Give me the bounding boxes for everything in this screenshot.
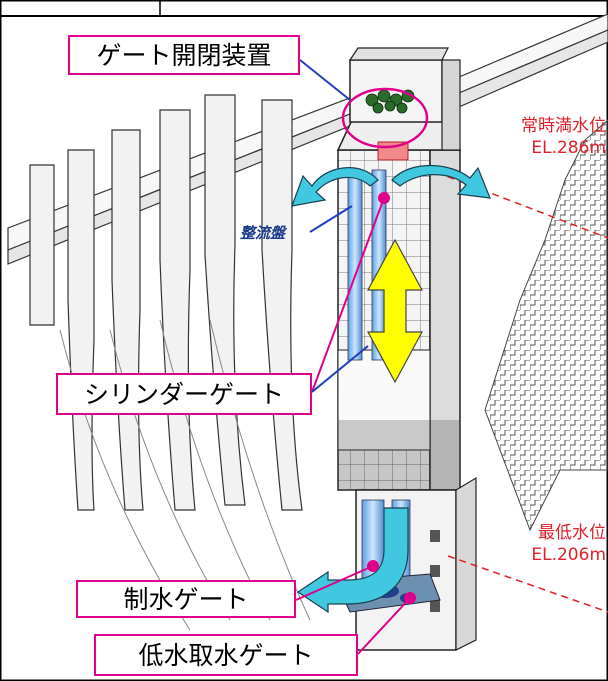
control-gate-label: 制水ゲート (76, 580, 296, 618)
operating-device-highlight (341, 87, 429, 149)
gate-travel-arrow (366, 238, 424, 384)
low-water-intake-gate-label: 低水取水ゲート (94, 634, 358, 676)
embankment-stairs (484, 119, 608, 532)
minimum-water-level-name: 最低水位 (538, 523, 606, 543)
minimum-water-level-elevation: EL.206m (531, 545, 606, 565)
cylinder-gate-label: シリンダーゲート (56, 373, 312, 415)
blue-leaders (299, 59, 369, 393)
label-leaders (295, 197, 411, 655)
overflow-flow-arrows (291, 164, 491, 207)
minimum-water-level-line (447, 555, 608, 613)
normal-water-level-label: 常時満水位 EL.286m (470, 115, 606, 159)
minimum-water-level-label: 最低水位 EL.206m (470, 522, 606, 566)
normal-water-level-elevation: EL.286m (531, 138, 606, 158)
gate-operating-device-label: ゲート開閉装置 (68, 35, 300, 75)
normal-water-level-name: 常時満水位 (521, 116, 606, 136)
gate-house (336, 47, 462, 161)
flow-straightener-label: 整流盤 (240, 224, 286, 242)
normal-water-level-line (424, 167, 608, 239)
